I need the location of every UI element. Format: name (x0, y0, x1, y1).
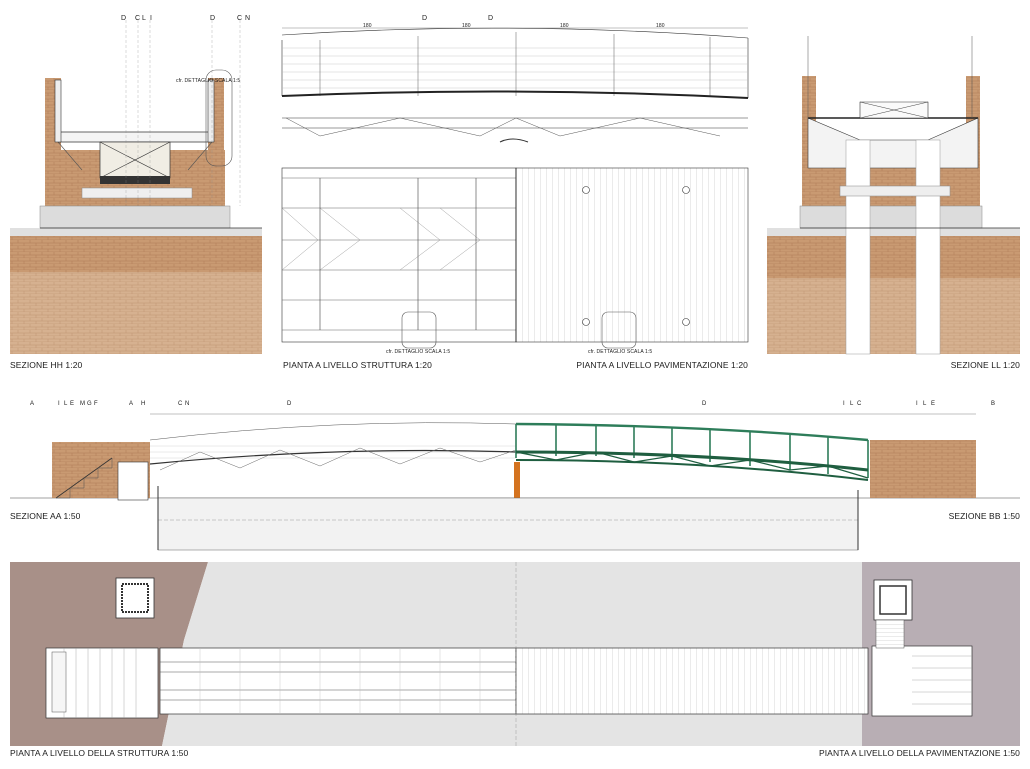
bb-marker-l: L (850, 401, 854, 407)
plan-1-20 (281, 27, 749, 349)
marker-l: L (142, 15, 146, 22)
title-sezione-ll: SEZIONE LL 1:20 (950, 360, 1020, 370)
section-hh (10, 20, 262, 354)
aa-marker-m: M (80, 401, 86, 407)
bb-marker-i2: I (916, 401, 918, 407)
aa-marker-a: A (30, 401, 35, 407)
plan-marker-d1: D (422, 15, 428, 22)
bb-marker-e: E (931, 401, 936, 407)
note-dettaglio-pavimentazione: cfr. DETTAGLIO SCALA 1:5 (588, 349, 653, 355)
title-sezione-hh: SEZIONE HH 1:20 (10, 360, 83, 370)
dim-1: 180 (363, 23, 372, 29)
section-aa-bb (10, 422, 1020, 551)
note-dettaglio-struttura: cfr. DETTAGLIO SCALA 1:5 (386, 349, 451, 355)
aa-marker-n: N (185, 401, 190, 407)
dim-4: 180 (656, 23, 665, 29)
marker-c: C (135, 15, 141, 22)
aa-marker-c: C (178, 401, 183, 407)
bb-marker-l2: L (923, 401, 927, 407)
plan-marker-d2: D (488, 15, 494, 22)
aa-marker-d: D (287, 401, 292, 407)
title-sezione-aa: SEZIONE AA 1:50 (10, 511, 81, 521)
title-pianta-struttura-50: PIANTA A LIVELLO DELLA STRUTTURA 1:50 (10, 748, 189, 758)
bb-marker-c: C (857, 401, 862, 407)
dim-3: 180 (560, 23, 569, 29)
marker-c2: C (237, 15, 243, 22)
aa-marker-a2: A (129, 401, 134, 407)
bb-marker-b: B (991, 401, 996, 407)
aa-marker-f: F (94, 401, 98, 407)
marker-d: D (121, 15, 127, 22)
bb-marker-d: D (702, 401, 707, 407)
aa-marker-i: I (58, 401, 60, 407)
title-sezione-bb: SEZIONE BB 1:50 (948, 511, 1020, 521)
aa-marker-g: G (87, 401, 92, 407)
aa-marker-l: L (64, 401, 68, 407)
aa-marker-e: E (70, 401, 75, 407)
plan-1-50 (10, 562, 1020, 746)
aa-marker-h: H (141, 401, 146, 407)
dimension-lines (150, 27, 976, 415)
bb-marker-i: I (843, 401, 845, 407)
title-pianta-struttura-20: PIANTA A LIVELLO STRUTTURA 1:20 (283, 360, 432, 370)
section-ll (767, 36, 1020, 355)
marker-n: N (245, 15, 251, 22)
title-pianta-pavimentazione-50: PIANTA A LIVELLO DELLA PAVIMENTAZIONE 1:… (818, 748, 1020, 758)
marker-i: I (150, 15, 153, 22)
dim-2: 180 (462, 23, 471, 29)
title-pianta-pavimentazione-20: PIANTA A LIVELLO PAVIMENTAZIONE 1:20 (576, 360, 748, 370)
marker-d2: D (210, 15, 216, 22)
note-dettaglio-hh: cfr. DETTAGLIO SCALA 1:5 (176, 78, 241, 84)
